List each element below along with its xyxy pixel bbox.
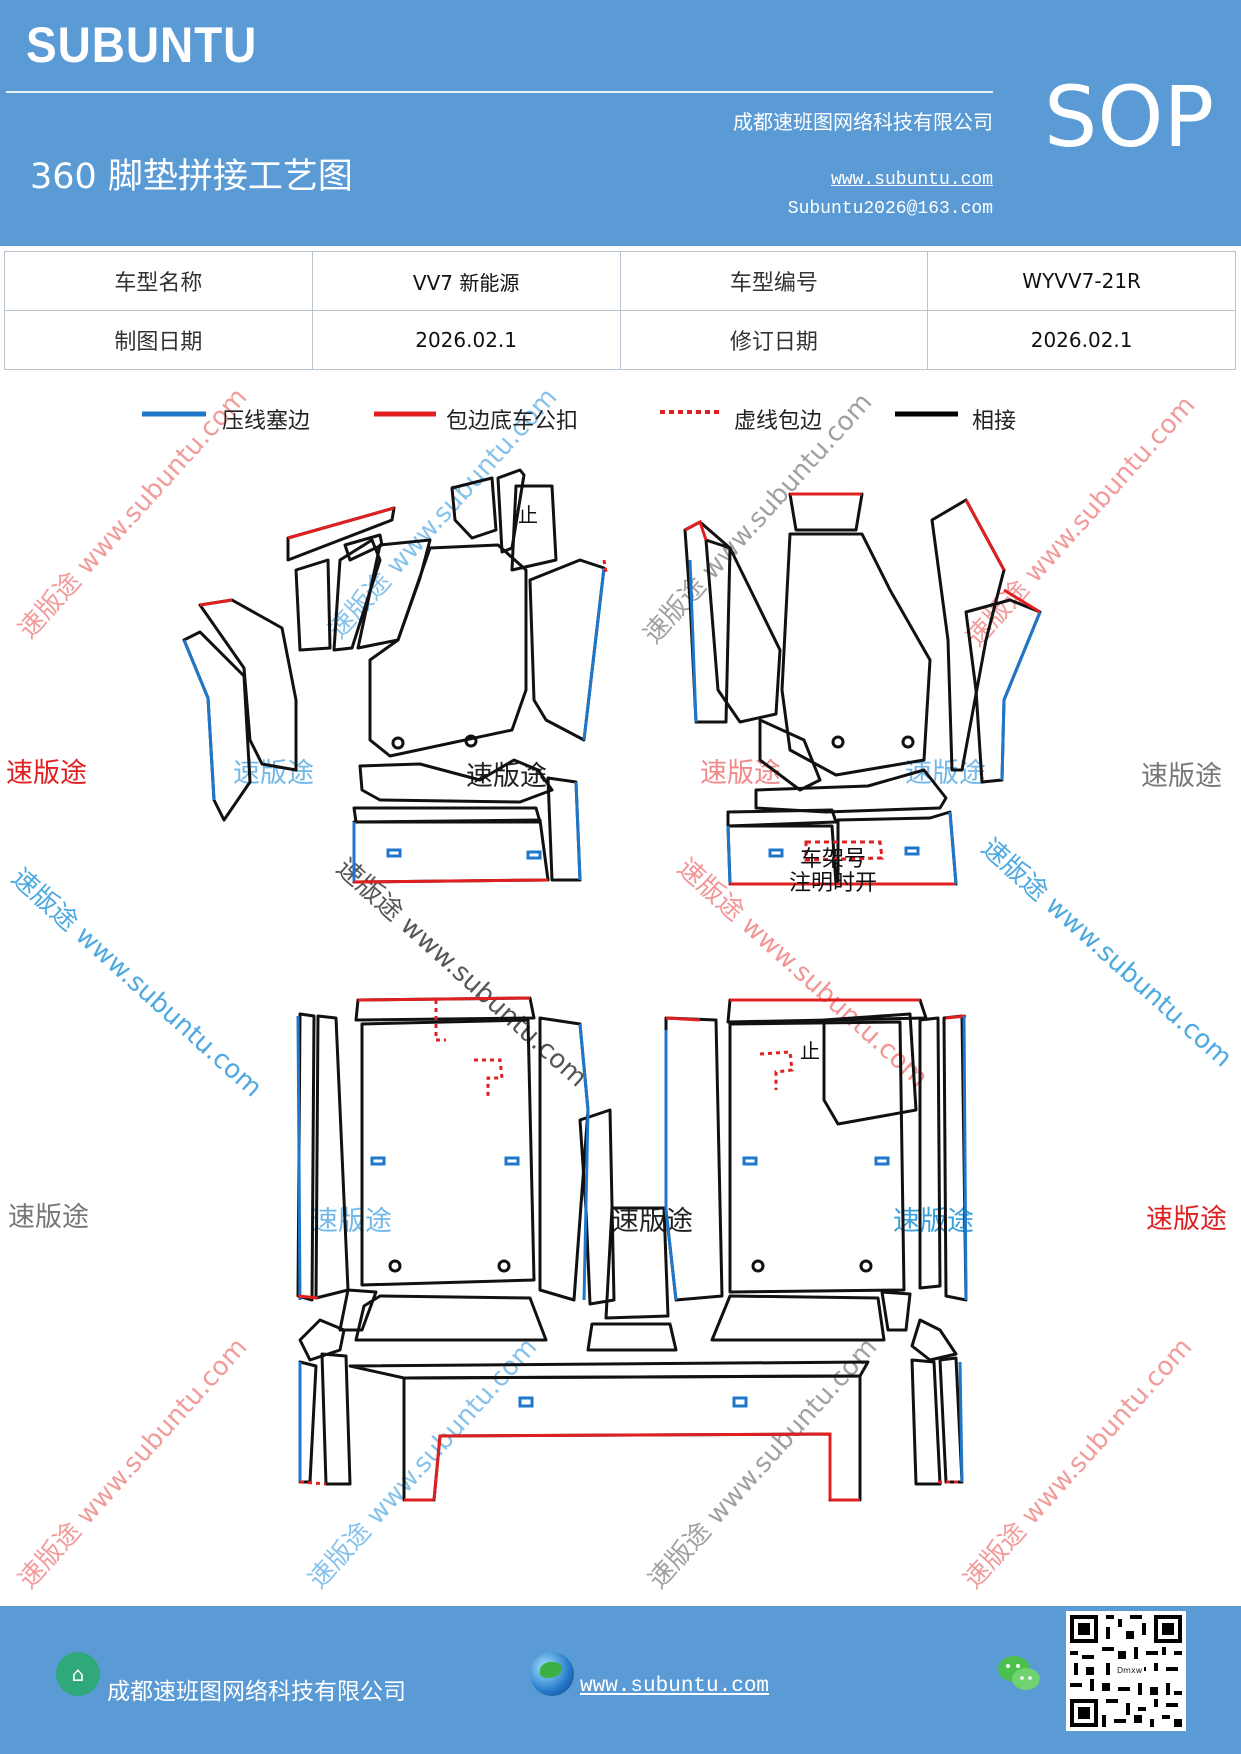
watermark-brand: 速版途 — [1146, 1204, 1227, 1235]
watermark-brand: 速版途 — [233, 758, 314, 789]
mat-piece — [354, 1294, 548, 1342]
rear-left-mat — [296, 996, 616, 1486]
watermark-brand: 速版途 — [311, 1206, 392, 1237]
mat-piece — [358, 758, 554, 804]
table-row: 车型名称 VV7 新能源 车型编号 WYVV7-21R — [4, 251, 1236, 311]
watermark-brand: 速版途 — [1141, 761, 1222, 792]
qr-center-label: Dmxw — [1115, 1666, 1145, 1675]
mat-piece — [360, 1018, 536, 1287]
mat-piece — [450, 476, 498, 540]
watermark-layer: 速版途 www.subuntu.com 速版途 www.subuntu.com … — [5, 382, 1237, 1594]
watermark-text: 速版途 www.subuntu.com — [5, 863, 267, 1103]
vin-label-line2: 注明时开 — [789, 871, 877, 896]
footer-company: 成都速班图网络科技有限公司 — [107, 1679, 406, 1705]
mat-piece — [910, 1358, 942, 1486]
front-left-edges — [182, 506, 608, 884]
front-left-mat: 止 — [182, 468, 606, 884]
mat-piece — [368, 543, 528, 758]
globe-land — [540, 1662, 562, 1678]
revision-date-label: 修订日期 — [619, 310, 929, 370]
watermark-text: 速版途 www.subuntu.com — [13, 1332, 253, 1594]
watermark-brand: 速版途 — [466, 761, 547, 792]
wechat-icon[interactable] — [996, 1654, 1042, 1694]
model-code-value: WYVV7-21R — [927, 251, 1236, 311]
mat-piece — [586, 1322, 678, 1352]
watermark-brand: 速版途 — [6, 758, 87, 789]
mat-piece — [528, 558, 606, 742]
header-company: 成都速班图网络科技有限公司 — [733, 110, 993, 134]
brand-logo: SUBUNTU — [26, 17, 258, 73]
watermark-text: 速版途 www.subuntu.com — [330, 853, 592, 1093]
model-code-label: 车型编号 — [619, 251, 929, 311]
mat-piece — [728, 1020, 906, 1294]
rear-center-edges — [404, 1396, 860, 1502]
mat-piece — [294, 558, 332, 652]
watermark-brand-layer: 速版途 速版途 速版途 速版途 速版途 速版途 速版途 速版途 速版途 速版途 … — [6, 758, 1227, 1237]
drawing-date-label: 制图日期 — [4, 310, 313, 370]
mat-piece — [664, 1016, 724, 1302]
legend-label: 压线塞边 — [222, 409, 310, 434]
mat-piece — [338, 1288, 378, 1332]
legend-label: 虚线包边 — [734, 409, 822, 434]
footer-website-link[interactable]: www.subuntu.com — [580, 1675, 770, 1698]
front-right-edges: 车架号 注明时开 — [684, 492, 1042, 896]
header-divider — [6, 91, 993, 93]
mat-piece — [758, 718, 822, 792]
mat-piece — [314, 1014, 350, 1300]
mat-piece — [348, 1360, 870, 1380]
home-icon: ⌂ — [56, 1652, 100, 1696]
watermark-brand: 速版途 — [893, 1206, 974, 1237]
mat-piece — [320, 1352, 352, 1486]
mat-piece — [754, 768, 948, 814]
watermark-text: 速版途 www.subuntu.com — [303, 1332, 543, 1594]
mat-piece — [298, 1360, 318, 1484]
model-name-value: VV7 新能源 — [311, 251, 621, 311]
rear-left-edges — [296, 996, 590, 1486]
mat-piece — [726, 808, 838, 828]
watermark-text: 速版途 www.subuntu.com — [13, 382, 253, 644]
legend-label: 包边底车公扣 — [446, 409, 578, 434]
rear-right-edges — [664, 998, 968, 1484]
stop-mark: 止 — [800, 1039, 820, 1063]
watermark-brand: 速版途 — [612, 1206, 693, 1237]
mat-piece — [343, 533, 384, 562]
mat-piece — [352, 818, 550, 884]
legend-label: 相接 — [972, 409, 1016, 434]
mat-piece — [938, 1356, 964, 1484]
mat-piece — [880, 1290, 912, 1332]
vehicle-info-table: 车型名称 VV7 新能源 车型编号 WYVV7-21R 制图日期 2026.02… — [4, 251, 1236, 370]
mat-piece — [910, 1318, 958, 1362]
table-row: 制图日期 2026.02.1 修订日期 2026.02.1 — [4, 310, 1236, 370]
watermark-text: 速版途 www.subuntu.com — [958, 1332, 1198, 1594]
mat-piece — [942, 1014, 968, 1302]
mat-piece — [788, 492, 864, 532]
mat-piece — [710, 1294, 886, 1342]
header-banner — [0, 0, 1241, 246]
header-email[interactable]: Subuntu2026@163.com — [787, 199, 993, 219]
revision-date-value: 2026.02.1 — [927, 310, 1236, 370]
legend: 压线塞边 包边底车公扣 虚线包边 相接 — [142, 409, 1016, 434]
mat-piece — [510, 484, 558, 572]
floor-mat-diagram: 速版途 www.subuntu.com 速版途 www.subuntu.com … — [5, 382, 1237, 1594]
watermark-brand: 速版途 — [905, 758, 986, 789]
vin-label-line1: 车架号 — [800, 847, 866, 872]
page-title: 360 脚垫拼接工艺图 — [30, 157, 353, 197]
mat-piece — [496, 468, 526, 554]
watermark-brand: 速版途 — [700, 758, 781, 789]
drawing-date-value: 2026.02.1 — [311, 310, 621, 370]
watermark-text: 速版途 www.subuntu.com — [643, 1332, 883, 1594]
watermark-brand: 速版途 — [8, 1202, 89, 1233]
header-website-link[interactable]: www.subuntu.com — [830, 170, 993, 190]
stop-mark: 止 — [518, 503, 538, 527]
mat-piece — [918, 1016, 942, 1290]
mat-piece — [604, 1206, 670, 1320]
mat-piece — [538, 1016, 590, 1302]
mat-piece — [822, 1012, 918, 1126]
watermark-text: 速版途 www.subuntu.com — [975, 833, 1237, 1073]
mat-piece — [780, 532, 932, 777]
model-name-label: 车型名称 — [4, 251, 313, 311]
sop-badge: SOP — [1044, 68, 1215, 166]
